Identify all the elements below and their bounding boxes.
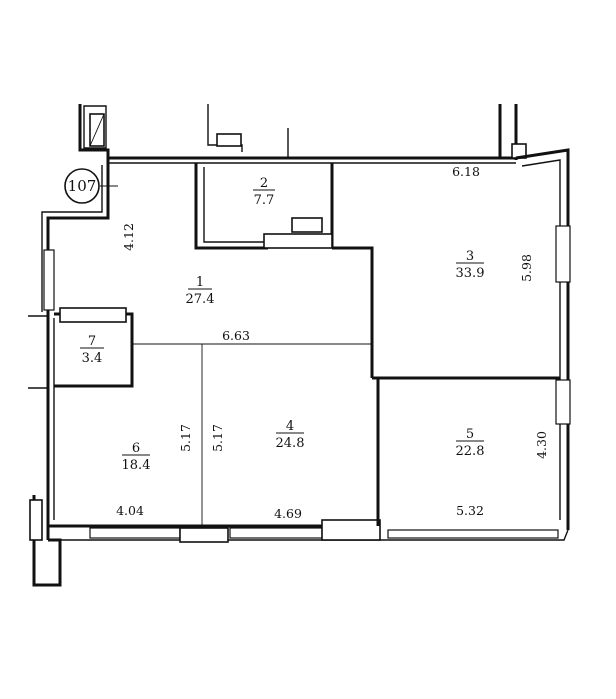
room-1-number: 1 <box>196 275 204 290</box>
dim-room5-height: 4.30 <box>534 431 549 459</box>
room-4-number: 4 <box>286 419 294 434</box>
exterior-walls <box>28 104 571 587</box>
left-wall-inner <box>41 165 103 312</box>
room-7-area: 3.4 <box>82 351 103 366</box>
dim-room1-width: 6.63 <box>222 328 250 343</box>
room-1-label: 1 27.4 <box>186 275 215 307</box>
room-3-area: 33.9 <box>456 266 485 281</box>
dim-room4-width: 4.69 <box>274 506 302 521</box>
room-5-area: 22.8 <box>456 444 485 459</box>
room7-walls <box>54 312 134 388</box>
dim-room4-height: 5.17 <box>210 424 225 452</box>
left-wall <box>46 158 110 540</box>
dimension-labels: 4.12 6.63 6.18 5.98 4.30 5.32 4.04 5.17 … <box>116 164 549 521</box>
room3-left-wall <box>332 246 374 378</box>
room-5-label: 5 22.8 <box>456 427 485 459</box>
upper-left-riser-diag <box>89 113 105 147</box>
room2-fixture <box>291 217 323 233</box>
room-3-label: 3 33.9 <box>456 249 485 281</box>
right-window-lower <box>555 379 571 425</box>
apartment-badge-circle <box>64 168 100 204</box>
room-4-label: 4 24.8 <box>276 419 305 451</box>
room7-fixture <box>59 307 127 323</box>
room2-inner <box>203 167 264 243</box>
room-1-area: 27.4 <box>186 292 215 307</box>
upper-mid-riser <box>216 133 242 147</box>
room2-partition <box>263 233 333 249</box>
room-7-number: 7 <box>88 334 96 349</box>
dim-room6-height: 5.17 <box>178 424 193 452</box>
bottom-window-1 <box>89 527 181 539</box>
left-window <box>43 249 55 311</box>
dim-room5-width: 5.32 <box>456 503 484 518</box>
room-2-label: 2 7.7 <box>253 176 275 208</box>
room-6-label: 6 18.4 <box>122 441 151 473</box>
room-7-label: 7 3.4 <box>80 334 104 366</box>
room-3-number: 3 <box>466 249 474 264</box>
bottom-window-3 <box>387 529 559 539</box>
bottom-right-pier <box>321 519 381 541</box>
bottom-left-riser <box>29 499 43 541</box>
apartment-badge: 107 <box>64 168 118 204</box>
room-5-number: 5 <box>466 427 474 442</box>
bottom-right-facade <box>380 529 569 541</box>
bottom-pier <box>179 527 229 543</box>
bottom-left-shaft <box>32 495 62 587</box>
right-facade-inner <box>521 159 561 520</box>
bottom-window-2 <box>229 527 323 539</box>
upper-left-shaft <box>78 104 110 158</box>
dim-room3-height: 5.98 <box>519 254 534 282</box>
right-window-upper <box>555 225 571 283</box>
interior-walls <box>53 163 560 526</box>
dim-room6-width: 4.04 <box>116 503 144 518</box>
room-2-area: 7.7 <box>254 193 275 208</box>
room-6-area: 18.4 <box>122 458 151 473</box>
dim-room3-width: 6.18 <box>452 164 480 179</box>
dim-room1-height: 4.12 <box>121 223 136 251</box>
room-2-number: 2 <box>260 176 268 191</box>
room-labels: 1 27.4 2 7.7 3 33.9 4 24.8 5 22.8 6 18.4 <box>80 176 484 473</box>
upper-left-shaft-inner <box>83 105 107 149</box>
room-4-area: 24.8 <box>276 436 305 451</box>
apartment-number: 107 <box>68 177 97 195</box>
room-6-number: 6 <box>132 441 140 456</box>
